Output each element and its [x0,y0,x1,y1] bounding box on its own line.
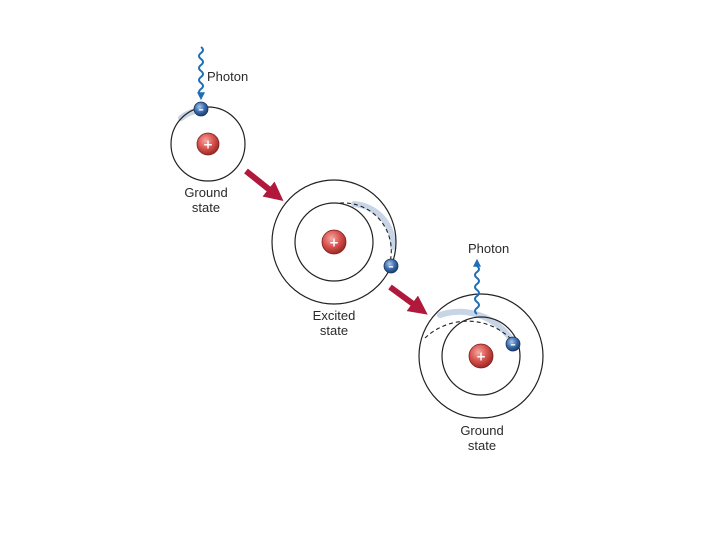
electron-charge: – [510,338,516,351]
atom-label-line1: Ground [460,423,503,438]
nucleus-charge: + [203,138,213,152]
photon-wave [197,46,205,101]
transition-arrow-2 [388,284,428,315]
electron [505,336,521,352]
electron-charge: – [388,260,394,273]
outer-orbit [418,293,544,419]
nucleus-charge: + [476,350,486,364]
inner-orbit [441,316,521,396]
atom-ground-state-2: + – Ground state [418,293,544,453]
photon-label: Photon [468,241,509,256]
photon-wave [473,258,481,315]
atom-excited-state: + – Excited state [271,179,399,338]
photon-label: Photon [207,69,248,84]
electron-trail [351,201,397,250]
transition-arrow-1 [244,168,284,201]
nucleus [196,132,220,156]
photon-outgoing: Photon [468,241,509,315]
inner-orbit [294,202,374,282]
nucleus [321,229,347,255]
nucleus-charge: + [329,236,339,250]
atom-label-line2: state [468,438,496,453]
atom-label-line1: Ground [184,185,227,200]
atom-label-line2: state [320,323,348,338]
electron-trail [437,308,513,341]
atom-ground-state-1: + – Ground state [170,101,246,215]
transition-path-dashed [339,202,392,263]
atom-label-line1: Excited [313,308,356,323]
transition-path-dashed [424,320,513,341]
photon-incoming: Photon [197,46,248,101]
outer-orbit [271,179,397,305]
electron [193,101,209,117]
electron-charge: – [198,103,204,116]
atom-label-line2: state [192,200,220,215]
nucleus [468,343,494,369]
electron [383,258,399,274]
